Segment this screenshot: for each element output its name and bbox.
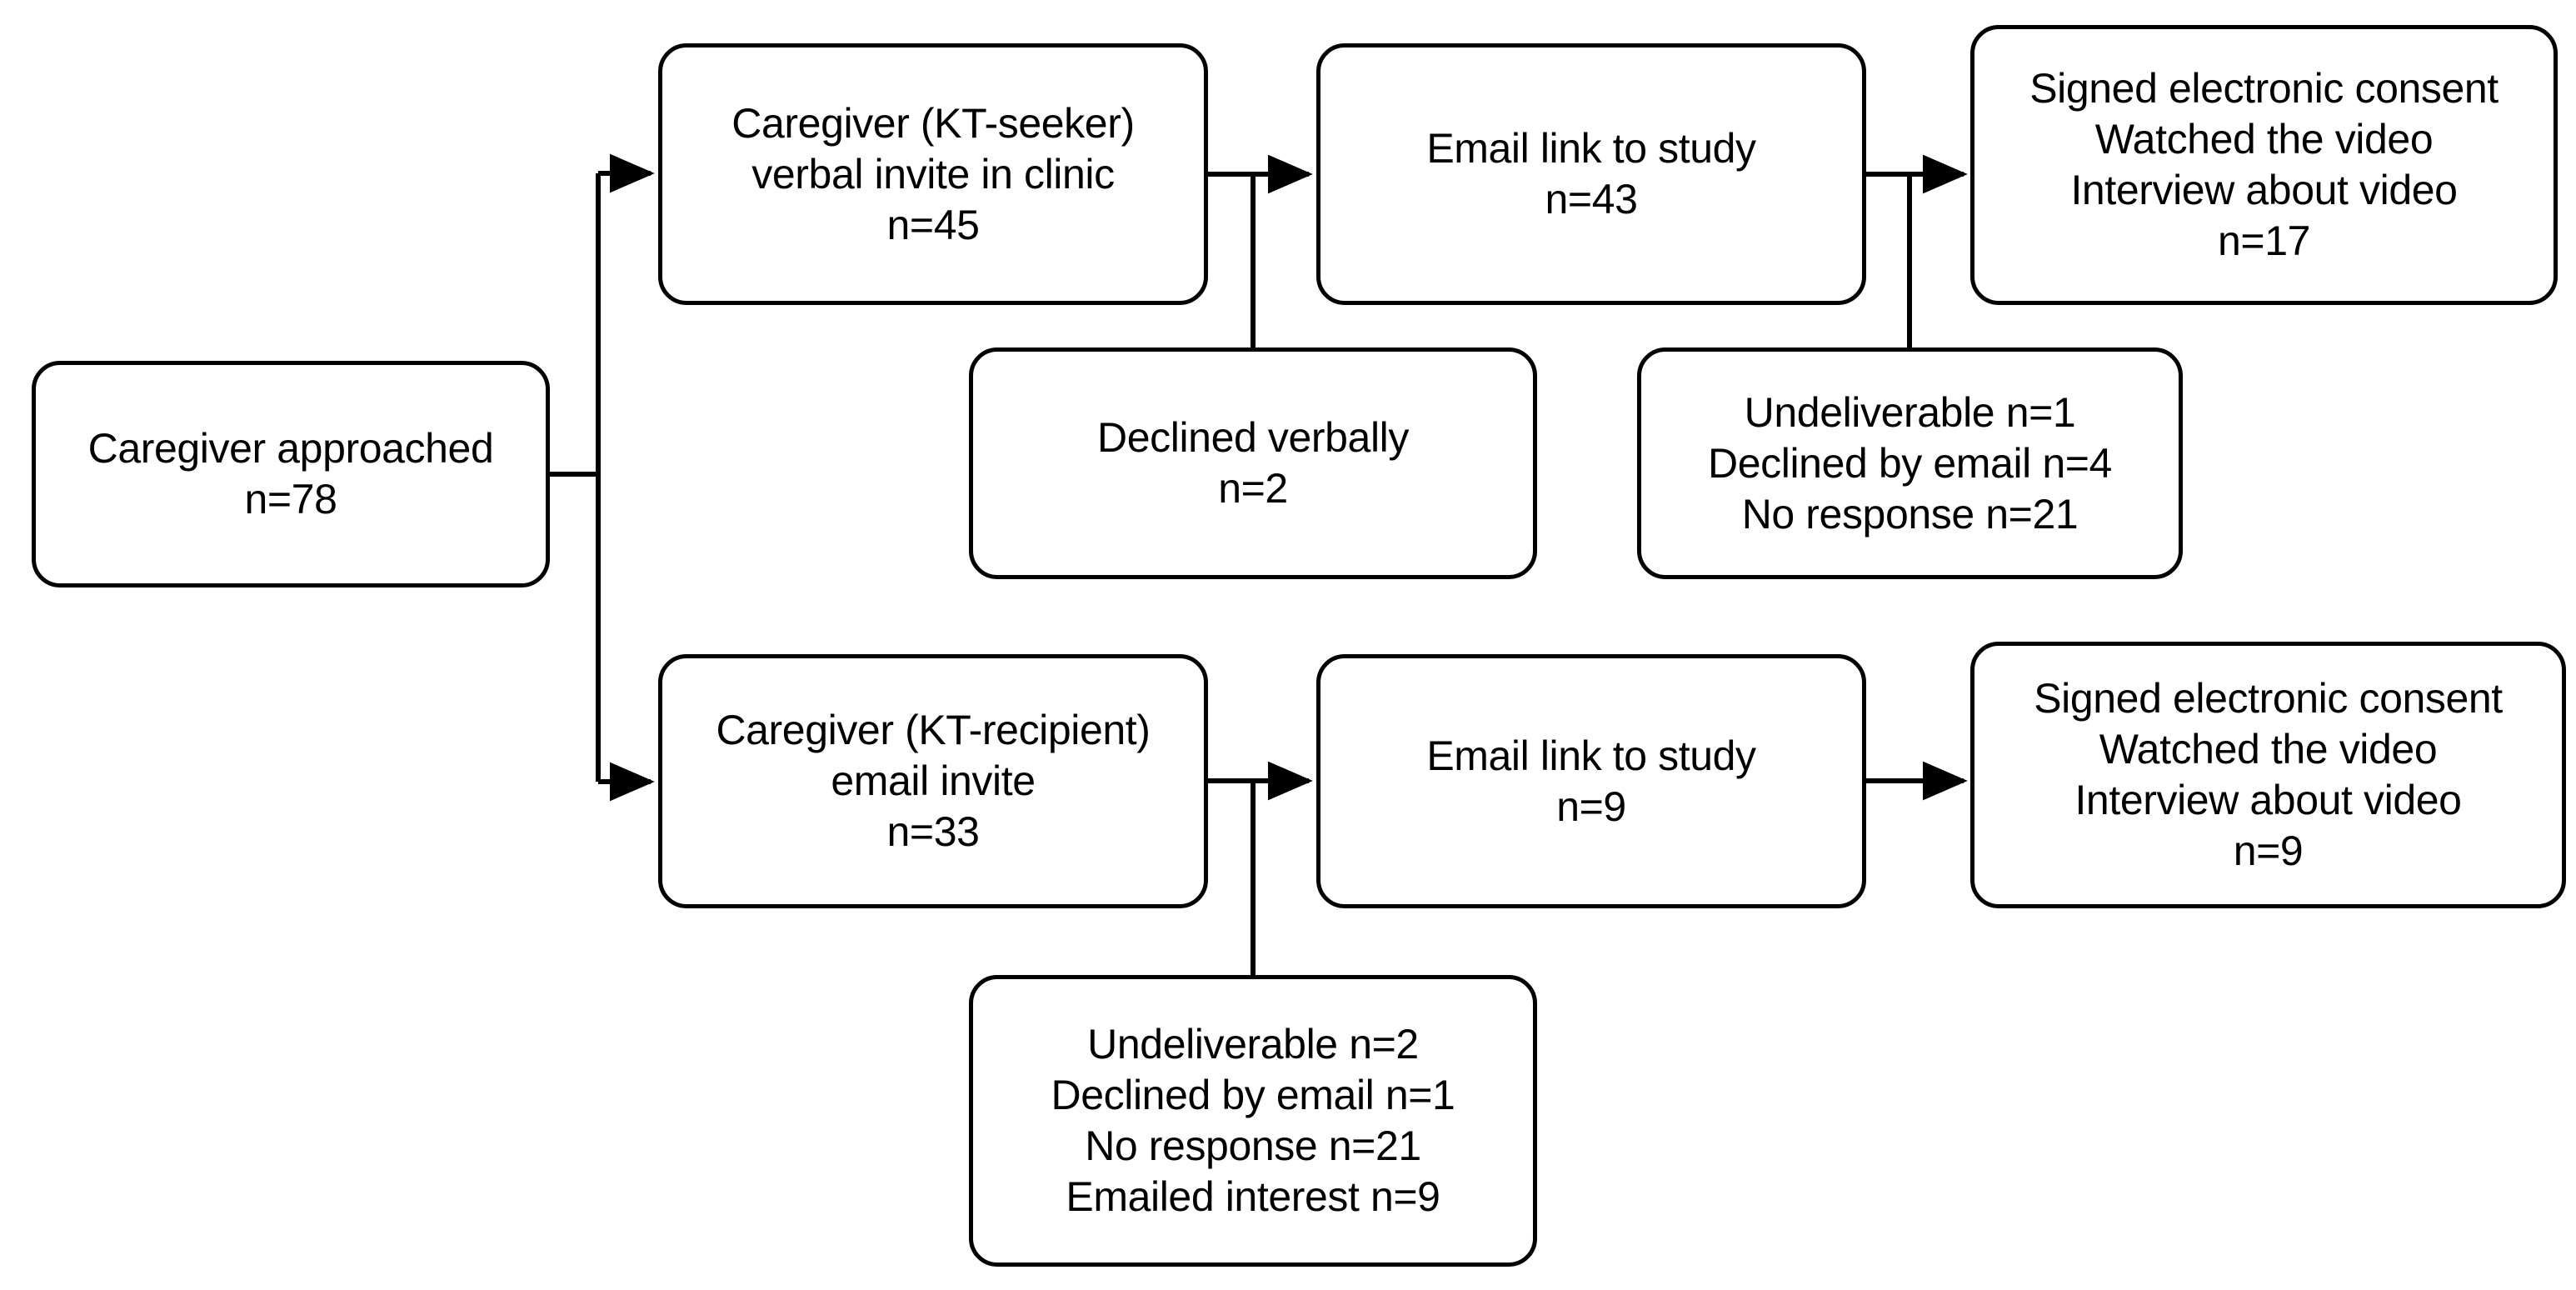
node-line: Signed electronic consent (2034, 675, 2503, 722)
node-line: n=9 (1556, 782, 1626, 830)
node-line: Signed electronic consent (2029, 65, 2499, 112)
node-line: Declined verbally (1097, 414, 1409, 461)
kt-seeker-invite-box[interactable]: Caregiver (KT-seeker) verbal invite in c… (658, 43, 1208, 305)
node-line: Undeliverable n=1 (1744, 388, 2076, 436)
caregiver-approached-box[interactable]: Caregiver approached n=78 (32, 361, 550, 588)
attrition-recipient-box[interactable]: Undeliverable n=2 Declined by email n=1 … (969, 975, 1537, 1267)
node-line: No response n=21 (1741, 490, 2079, 538)
node-line: Watched the video (2099, 726, 2438, 772)
node-line: Declined by email n=1 (1051, 1072, 1455, 1118)
node-line: verbal invite in clinic (751, 150, 1115, 198)
node-line: n=78 (244, 476, 337, 522)
node-line: Emailed interest n=9 (1066, 1173, 1440, 1220)
attrition-seeker-box[interactable]: Undeliverable n=1 Declined by email n=4 … (1637, 348, 2183, 579)
signed-consent-seeker-box[interactable]: Signed electronic consent Watched the vi… (1970, 25, 2558, 305)
node-line: email invite (831, 758, 1036, 804)
node-line: Interview about video (2070, 167, 2458, 213)
node-line: Caregiver (KT-recipient) (716, 707, 1151, 753)
email-link-study-recipient-box[interactable]: Email link to study n=9 (1316, 654, 1866, 908)
node-line: n=17 (2217, 218, 2311, 264)
email-link-study-seeker-box[interactable]: Email link to study n=43 (1316, 43, 1866, 305)
node-line: Email link to study (1426, 125, 1756, 172)
node-line: No response n=21 (1085, 1122, 1421, 1169)
node-line: Caregiver (KT-seeker) (731, 99, 1135, 147)
node-line: n=43 (1545, 176, 1638, 222)
declined-verbally-box[interactable]: Declined verbally n=2 (969, 348, 1537, 579)
node-line: Watched the video (2094, 116, 2434, 162)
kt-recipient-invite-box[interactable]: Caregiver (KT-recipient) email invite n=… (658, 654, 1208, 908)
node-line: Email link to study (1426, 732, 1756, 779)
node-line: Caregiver approached (87, 425, 494, 472)
node-line: n=33 (886, 808, 980, 855)
node-line: n=2 (1218, 465, 1288, 512)
node-line: Interview about video (2074, 777, 2462, 823)
node-line: Declined by email n=4 (1708, 439, 2112, 487)
node-line: Undeliverable n=2 (1087, 1021, 1419, 1068)
node-line: n=9 (2233, 828, 2304, 874)
signed-consent-recipient-box[interactable]: Signed electronic consent Watched the vi… (1970, 642, 2566, 908)
node-line: n=45 (886, 201, 980, 248)
